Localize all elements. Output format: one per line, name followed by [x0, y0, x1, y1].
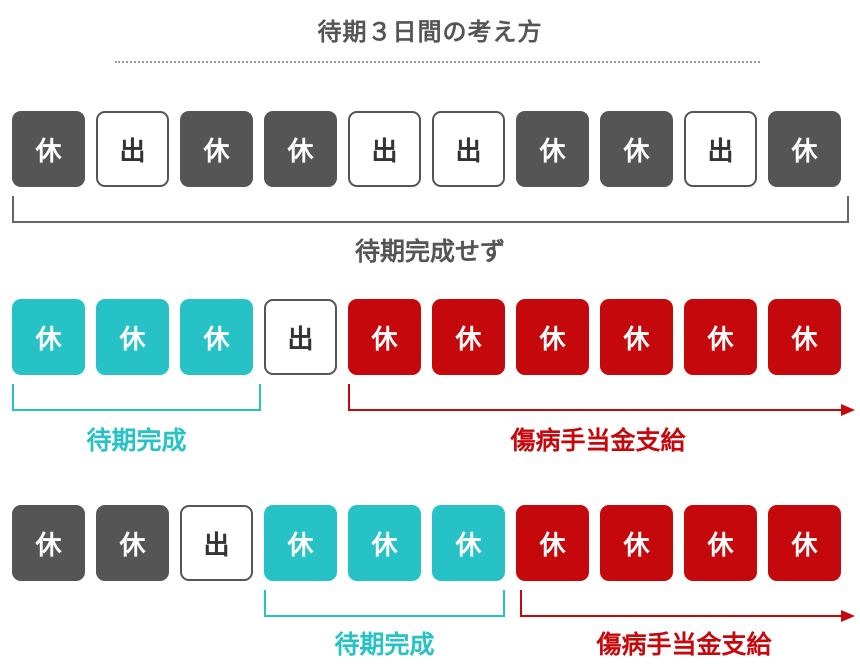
day-box-benefit: 休 [768, 505, 841, 581]
day-box-benefit: 休 [432, 299, 505, 375]
benefit-label: 傷病手当金支給 [510, 426, 686, 455]
day-box-work: 出 [264, 299, 337, 375]
day-box-benefit: 休 [684, 505, 757, 581]
waiting-bracket [12, 384, 261, 411]
day-box-waiting: 休 [12, 299, 85, 375]
arrow-head-icon [841, 610, 855, 622]
day-box-benefit: 休 [516, 505, 589, 581]
day-box-rest: 休 [264, 111, 337, 187]
day-box-benefit: 休 [768, 299, 841, 375]
day-box-work: 出 [180, 505, 253, 581]
arrow-head-icon [841, 404, 855, 416]
day-box-benefit: 休 [516, 299, 589, 375]
day-box-rest: 休 [768, 111, 841, 187]
incomplete-bracket [12, 196, 849, 223]
day-box-rest: 休 [180, 111, 253, 187]
day-box-benefit: 休 [600, 299, 673, 375]
row-complete-later: 休 休 出 休 休 休 休 休 休 休 [0, 505, 860, 583]
day-box-waiting: 休 [348, 505, 421, 581]
day-box-benefit: 休 [600, 505, 673, 581]
day-box-waiting: 休 [96, 299, 169, 375]
diagram-title: 待期３日間の考え方 [317, 18, 543, 46]
day-box-work: 出 [684, 111, 757, 187]
day-box-benefit: 休 [348, 299, 421, 375]
title-divider [115, 61, 760, 63]
day-box-rest: 休 [516, 111, 589, 187]
row-incomplete: 休 出 休 休 出 出 休 休 出 休 [0, 111, 860, 189]
day-box-waiting: 休 [432, 505, 505, 581]
waiting-label: 待期完成 [86, 426, 187, 455]
day-box-waiting: 休 [180, 299, 253, 375]
benefit-arrow [348, 384, 842, 411]
day-box-rest: 休 [12, 111, 85, 187]
benefit-arrow [520, 590, 842, 617]
day-box-rest: 休 [96, 505, 169, 581]
incomplete-label: 待期完成せず [354, 237, 505, 266]
day-box-work: 出 [432, 111, 505, 187]
day-box-rest: 休 [12, 505, 85, 581]
day-box-work: 出 [96, 111, 169, 187]
waiting-bracket [264, 590, 505, 617]
day-box-rest: 休 [600, 111, 673, 187]
day-box-waiting: 休 [264, 505, 337, 581]
benefit-label: 傷病手当金支給 [596, 630, 772, 659]
day-box-benefit: 休 [684, 299, 757, 375]
waiting-label: 待期完成 [334, 630, 435, 659]
day-box-work: 出 [348, 111, 421, 187]
row-complete-early: 休 休 休 出 休 休 休 休 休 休 [0, 299, 860, 377]
